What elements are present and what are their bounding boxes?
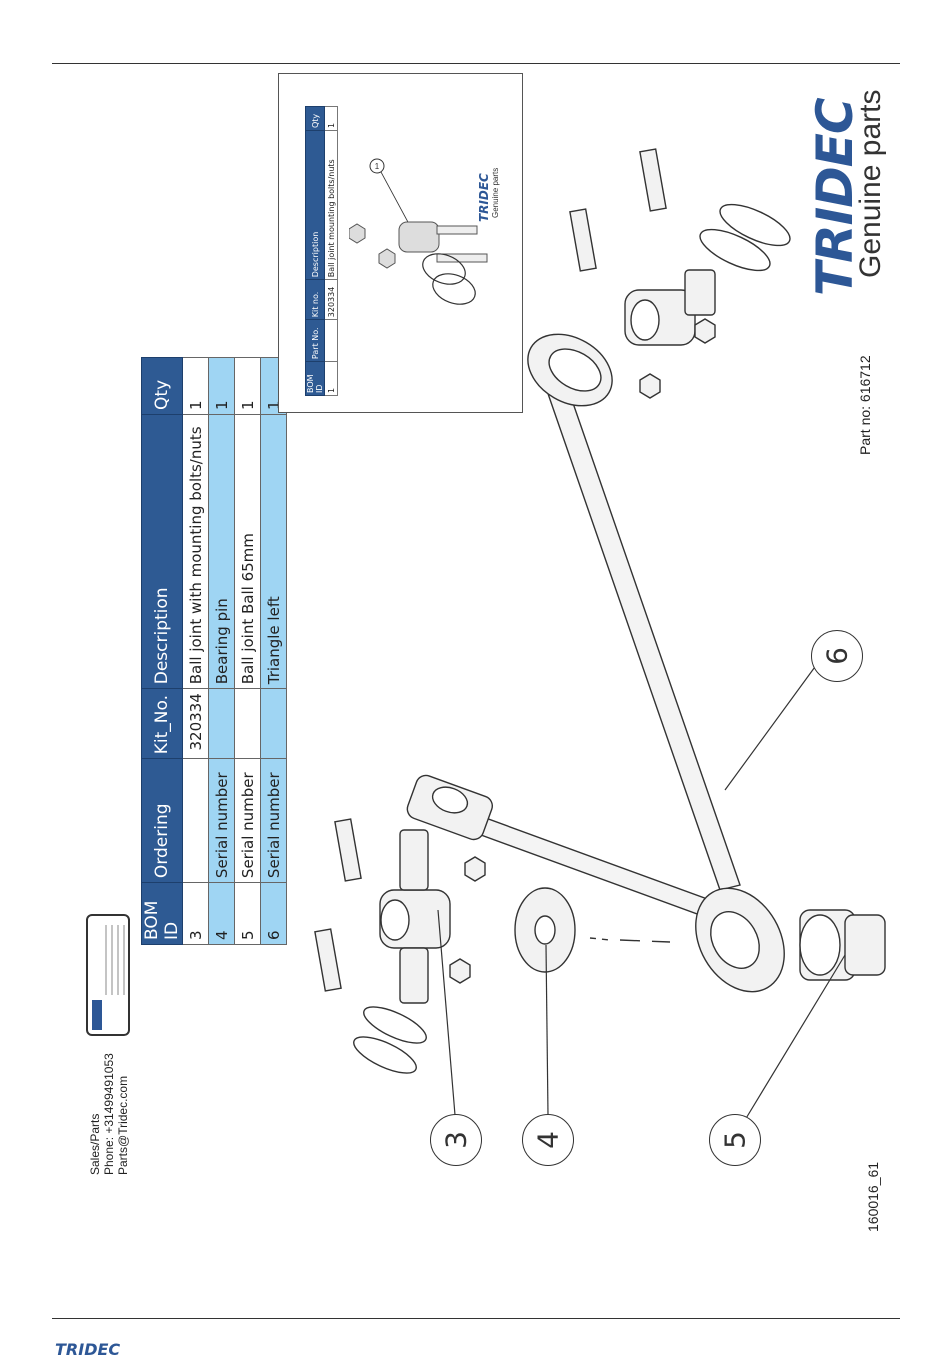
contact-block: Sales/Parts Phone: +31499491053 Parts@Tr… — [88, 1053, 130, 1175]
bom-header-ordering: Ordering — [141, 758, 183, 883]
bom-description: Triangle left — [260, 414, 287, 689]
callout-4-label: 4 — [531, 1131, 565, 1149]
bom-ordering: Serial number — [260, 758, 287, 883]
table-row: 3 320334 Ball joint with mounting bolts/… — [182, 357, 209, 945]
contact-label: Sales/Parts — [88, 1113, 102, 1175]
bom-header-row: BOM ID Ordering Kit_No. Description Qty — [141, 357, 183, 945]
bom-kit: 320334 — [182, 688, 209, 759]
top-rule — [52, 63, 900, 64]
inset-header-qty: Qty — [305, 106, 325, 131]
callout-5: 5 — [709, 1114, 761, 1166]
table-row: 6 Serial number Triangle left 1 — [260, 357, 287, 945]
bom-kit — [234, 688, 261, 759]
bom-description: Ball joint with mounting bolts/nuts — [182, 414, 209, 689]
inset-ball-joint-drawing: 1 — [349, 158, 488, 305]
bom-ordering: Serial number — [208, 758, 235, 883]
inset-callout: 1 — [375, 162, 380, 171]
bom-id: 5 — [234, 882, 261, 945]
inset-kit-box: BOM ID Part No. Kit no. Description Qty … — [278, 73, 523, 413]
bom-header-description: Description — [141, 414, 183, 689]
bom-id: 4 — [208, 882, 235, 945]
bom-id: 6 — [260, 882, 287, 945]
bom-table-container: BOM ID Ordering Kit_No. Description Qty … — [141, 357, 287, 945]
exploded-parts-drawing — [314, 148, 886, 1121]
contact-email[interactable]: Parts@Tridec.com — [116, 1075, 130, 1175]
contact-phone[interactable]: Phone: +31499491053 — [102, 1053, 116, 1175]
callout-6-label: 6 — [820, 647, 854, 665]
bom-table: BOM ID Ordering Kit_No. Description Qty … — [141, 357, 287, 945]
callout-3: 3 — [430, 1114, 482, 1166]
bom-header-qty: Qty — [141, 357, 183, 415]
callout-5-label: 5 — [718, 1131, 752, 1149]
bom-ordering — [182, 758, 209, 883]
table-row: 5 Serial number Ball joint Ball 65mm 1 — [234, 357, 261, 945]
bom-header-id: BOM ID — [141, 882, 183, 945]
callout-6: 6 — [811, 630, 863, 682]
bom-qty: 1 — [182, 357, 209, 415]
footer-logo: TRIDEC — [55, 1340, 121, 1359]
inset-qty: 1 — [324, 106, 338, 131]
bom-id: 3 — [182, 882, 209, 945]
bom-qty: 1 — [208, 357, 235, 415]
table-row: 4 Serial number Bearing pin 1 — [208, 357, 235, 945]
bottom-rule — [52, 1318, 900, 1319]
bom-description: Ball joint Ball 65mm — [234, 414, 261, 689]
callout-4: 4 — [522, 1114, 574, 1166]
bom-ordering: Serial number — [234, 758, 261, 883]
label-tag-icon — [86, 914, 130, 1036]
bom-kit — [260, 688, 287, 759]
bom-kit — [208, 688, 235, 759]
bom-description: Bearing pin — [208, 414, 235, 689]
bom-qty: 1 — [234, 357, 261, 415]
callout-3-label: 3 — [439, 1131, 473, 1149]
bom-header-kit: Kit_No. — [141, 688, 183, 759]
